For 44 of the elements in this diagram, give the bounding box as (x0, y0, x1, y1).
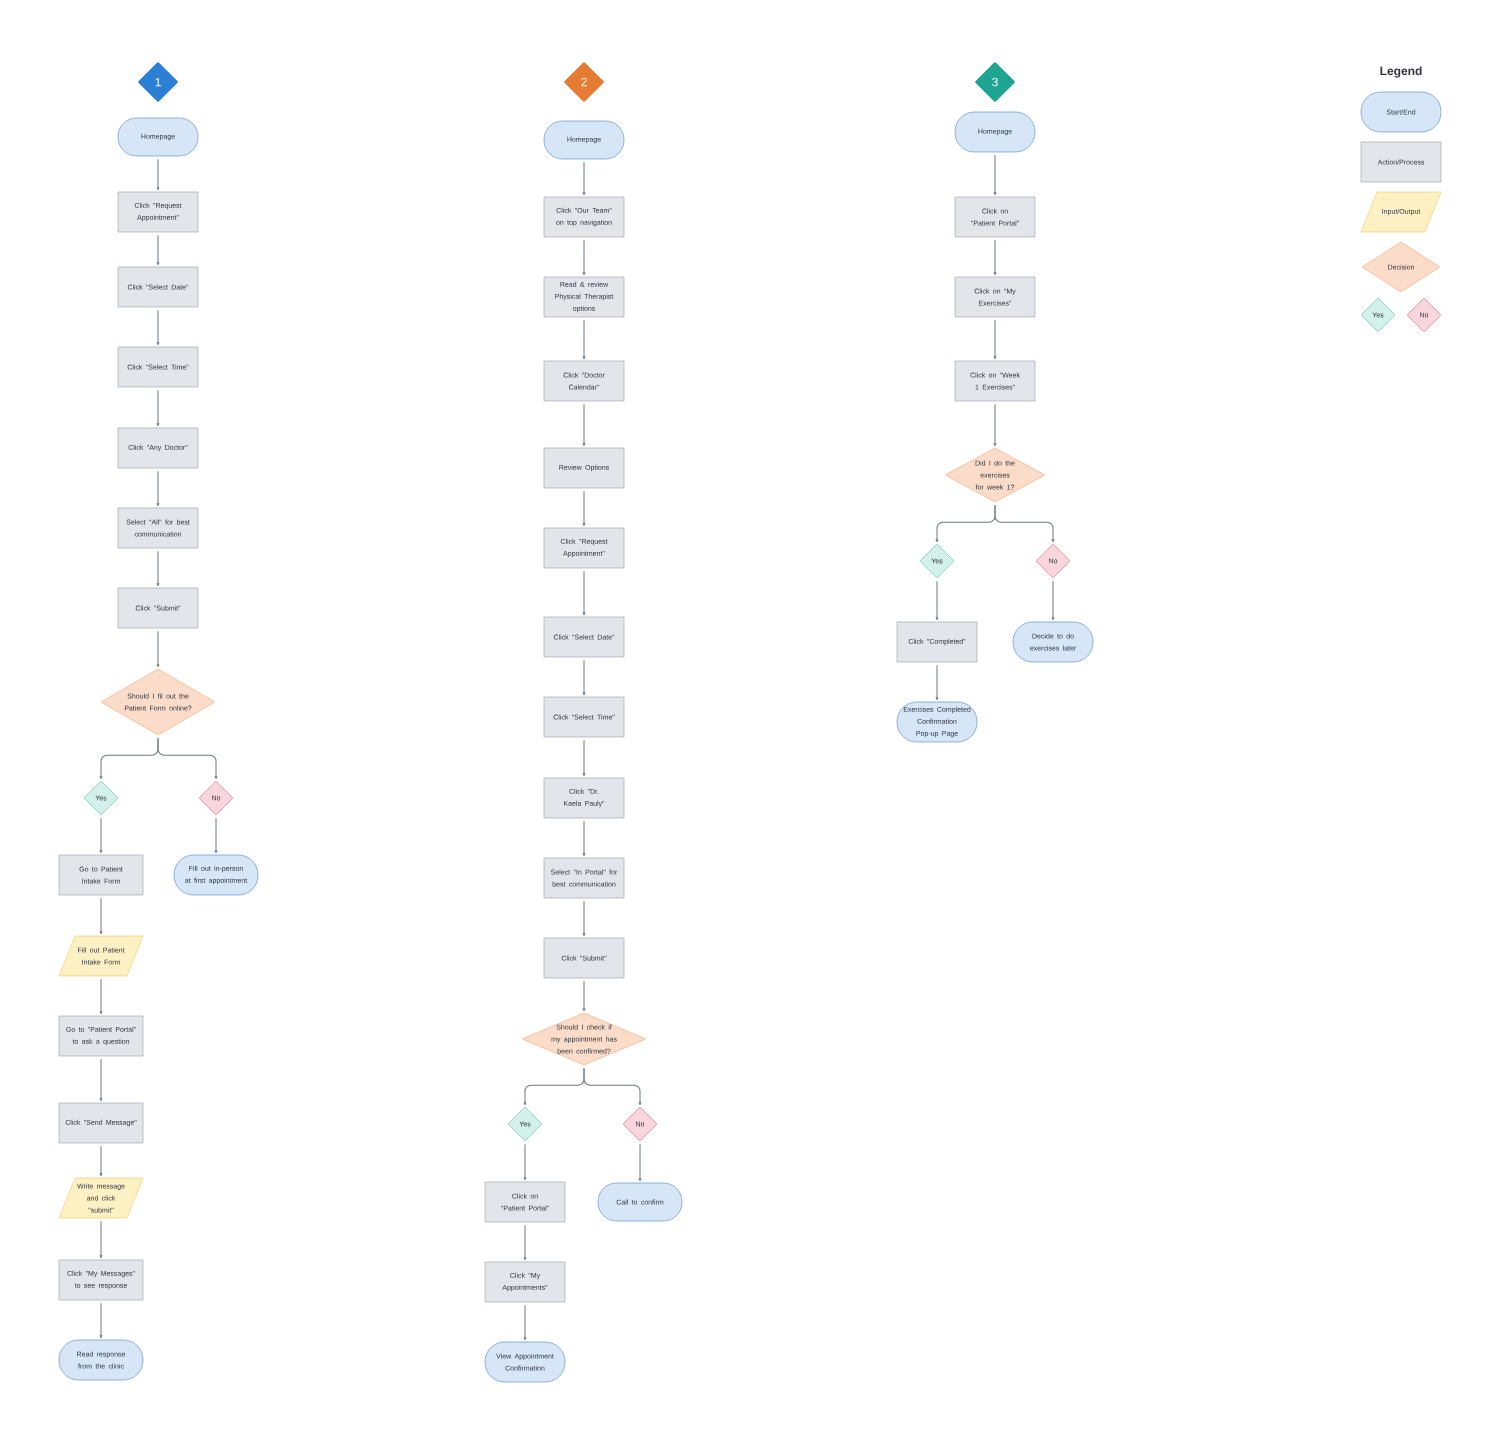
arrow (156, 550, 160, 587)
number-badge: 2 (564, 62, 604, 102)
arrow (99, 897, 103, 935)
arrow (583, 1067, 642, 1106)
arrow (156, 158, 160, 191)
arrow (99, 1220, 103, 1259)
arrow (582, 980, 586, 1012)
number-badge: 1 (138, 62, 178, 102)
arrow (935, 580, 939, 621)
arrow (993, 239, 997, 276)
arrow (638, 1143, 642, 1182)
arrow (99, 817, 103, 854)
legend-title: Legend (1380, 66, 1422, 78)
arrow (935, 664, 939, 701)
arrow (582, 570, 586, 616)
arrow (582, 900, 586, 937)
arrow (214, 817, 218, 854)
arrow (157, 737, 218, 780)
arrow (99, 1058, 103, 1102)
arrow (523, 1304, 527, 1341)
arrow (156, 389, 160, 427)
arrow (582, 239, 586, 276)
arrow (582, 319, 586, 360)
arrow (156, 630, 160, 668)
arrow (582, 739, 586, 777)
arrow (99, 1302, 103, 1339)
arrow (582, 659, 586, 696)
arrow (994, 504, 1055, 543)
number-badge: 3 (975, 62, 1015, 102)
arrow (993, 319, 997, 360)
arrow (99, 978, 103, 1015)
arrow (582, 490, 586, 527)
arrow (1051, 580, 1055, 621)
arrow (523, 1143, 527, 1181)
arrow (993, 154, 997, 196)
arrow (156, 309, 160, 346)
arrow (582, 820, 586, 857)
arrow (156, 470, 160, 507)
arrow (523, 1224, 527, 1261)
arrow (582, 403, 586, 447)
arrow (582, 161, 586, 196)
arrow (993, 403, 997, 447)
arrow (99, 1145, 103, 1177)
arrow (156, 234, 160, 266)
